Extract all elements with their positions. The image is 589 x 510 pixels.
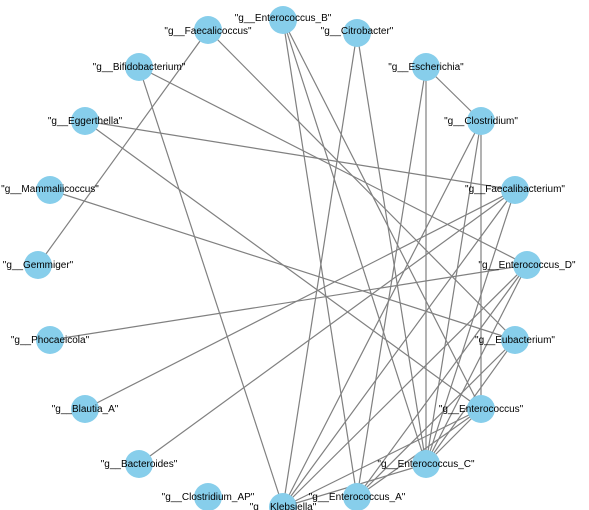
node-label-eggerthella: "g__Eggerthella" xyxy=(48,116,123,127)
edge-enterococcus_b-enterococcus_a xyxy=(282,19,358,498)
edge-citrobacter-klebsiella xyxy=(282,32,358,508)
node-faecalibacterium[interactable] xyxy=(501,176,529,204)
node-label-faecalibacterium: "g__Faecalibacterium" xyxy=(465,184,565,195)
node-clostridium_ap[interactable] xyxy=(194,483,222,510)
node-label-faecalicoccus: "g__Faecalicoccus" xyxy=(164,26,252,37)
edge-mammaliicoccus-eubacterium xyxy=(49,189,516,341)
node-layer: "g__Enterococcus_B" "g__Citrobacter" "g__E… xyxy=(1,6,576,510)
node-circles xyxy=(24,6,541,510)
edge-layer xyxy=(37,19,528,508)
edge-clostridium-klebsiella xyxy=(282,120,482,508)
node-labels: "g__Enterococcus_B" "g__Citrobacter" "g__E… xyxy=(1,13,576,510)
edge-enterococcus_d-enterococcus_a xyxy=(356,264,528,498)
edge-enterococcus-klebsiella xyxy=(282,408,482,508)
edge-bifidobacterium-enterococcus_d xyxy=(138,66,528,266)
edge-escherichia-enterococcus_a xyxy=(356,66,427,498)
node-label-enterococcus_d: "g__Enterococcus_D" xyxy=(478,260,576,271)
node-label-gemmiger: "g__Gemmiger" xyxy=(3,260,74,271)
node-label-eubacterium: "g__Eubacterium" xyxy=(475,335,555,346)
node-label-clostridium_ap: "g__Clostridium_AP" xyxy=(162,492,255,503)
node-escherichia[interactable] xyxy=(412,53,440,81)
node-label-phocaeicola: "g__Phocaeicola" xyxy=(11,335,90,346)
edge-faecalibacterium-blautia_a xyxy=(84,189,516,410)
edge-faecalibacterium-bacteroides xyxy=(138,189,516,465)
node-blautia_a[interactable] xyxy=(71,395,99,423)
edge-enterococcus_d-klebsiella xyxy=(282,264,528,508)
node-label-enterococcus_b: "g__Enterococcus_B" xyxy=(235,13,332,24)
edge-citrobacter-enterococcus_c xyxy=(356,32,427,465)
node-enterococcus_c[interactable] xyxy=(412,450,440,478)
edge-faecalibacterium-enterococcus_c xyxy=(425,189,516,465)
node-label-enterococcus_a: "g__Enterococcus_A" xyxy=(309,492,406,503)
node-label-bifidobacterium: "g__Bifidobacterium" xyxy=(93,62,186,73)
node-label-enterococcus_c: "g__Enterococcus_C" xyxy=(377,459,475,470)
edge-clostridium-enterococcus_c xyxy=(425,120,482,465)
edge-enterococcus_d-enterococcus_c xyxy=(425,264,528,465)
node-bifidobacterium[interactable] xyxy=(125,53,153,81)
node-enterococcus_b[interactable] xyxy=(269,6,297,34)
edge-eggerthella-faecalibacterium xyxy=(84,120,516,191)
node-enterococcus_d[interactable] xyxy=(513,251,541,279)
edge-faecalicoccus-eubacterium xyxy=(207,29,516,341)
node-bacteroides[interactable] xyxy=(125,450,153,478)
node-label-citrobacter: "g__Citrobacter" xyxy=(321,26,394,37)
node-phocaeicola[interactable] xyxy=(36,326,64,354)
node-eubacterium[interactable] xyxy=(501,326,529,354)
node-clostridium[interactable] xyxy=(467,107,495,135)
node-label-klebsiella: "g__Klebsiella" xyxy=(250,502,317,510)
edge-eubacterium-enterococcus_a xyxy=(356,339,516,498)
edge-enterococcus_d-phocaeicola xyxy=(49,264,528,341)
node-label-enterococcus: "g__Enterococcus" xyxy=(439,404,524,415)
node-gemmiger[interactable] xyxy=(24,251,52,279)
node-citrobacter[interactable] xyxy=(343,19,371,47)
node-enterococcus[interactable] xyxy=(467,395,495,423)
node-label-mammaliicoccus: "g__Mammaliicoccus" xyxy=(1,184,99,195)
edge-faecalicoccus-gemmiger xyxy=(37,29,209,266)
node-label-escherichia: "g__Escherichia" xyxy=(388,62,464,73)
edge-faecalibacterium-klebsiella xyxy=(282,189,516,508)
node-eggerthella[interactable] xyxy=(71,107,99,135)
node-enterococcus_a[interactable] xyxy=(343,483,371,510)
node-label-bacteroides: "g__Bacteroides" xyxy=(101,459,178,470)
node-faecalicoccus[interactable] xyxy=(194,16,222,44)
edge-enterococcus_b-enterococcus_c xyxy=(282,19,427,465)
edge-bifidobacterium-klebsiella xyxy=(138,66,284,508)
node-label-clostridium: "g__Clostridium" xyxy=(444,116,518,127)
node-klebsiella[interactable] xyxy=(269,493,297,510)
node-label-blautia_a: "g__Blautia_A" xyxy=(52,404,119,415)
node-mammaliicoccus[interactable] xyxy=(36,176,64,204)
